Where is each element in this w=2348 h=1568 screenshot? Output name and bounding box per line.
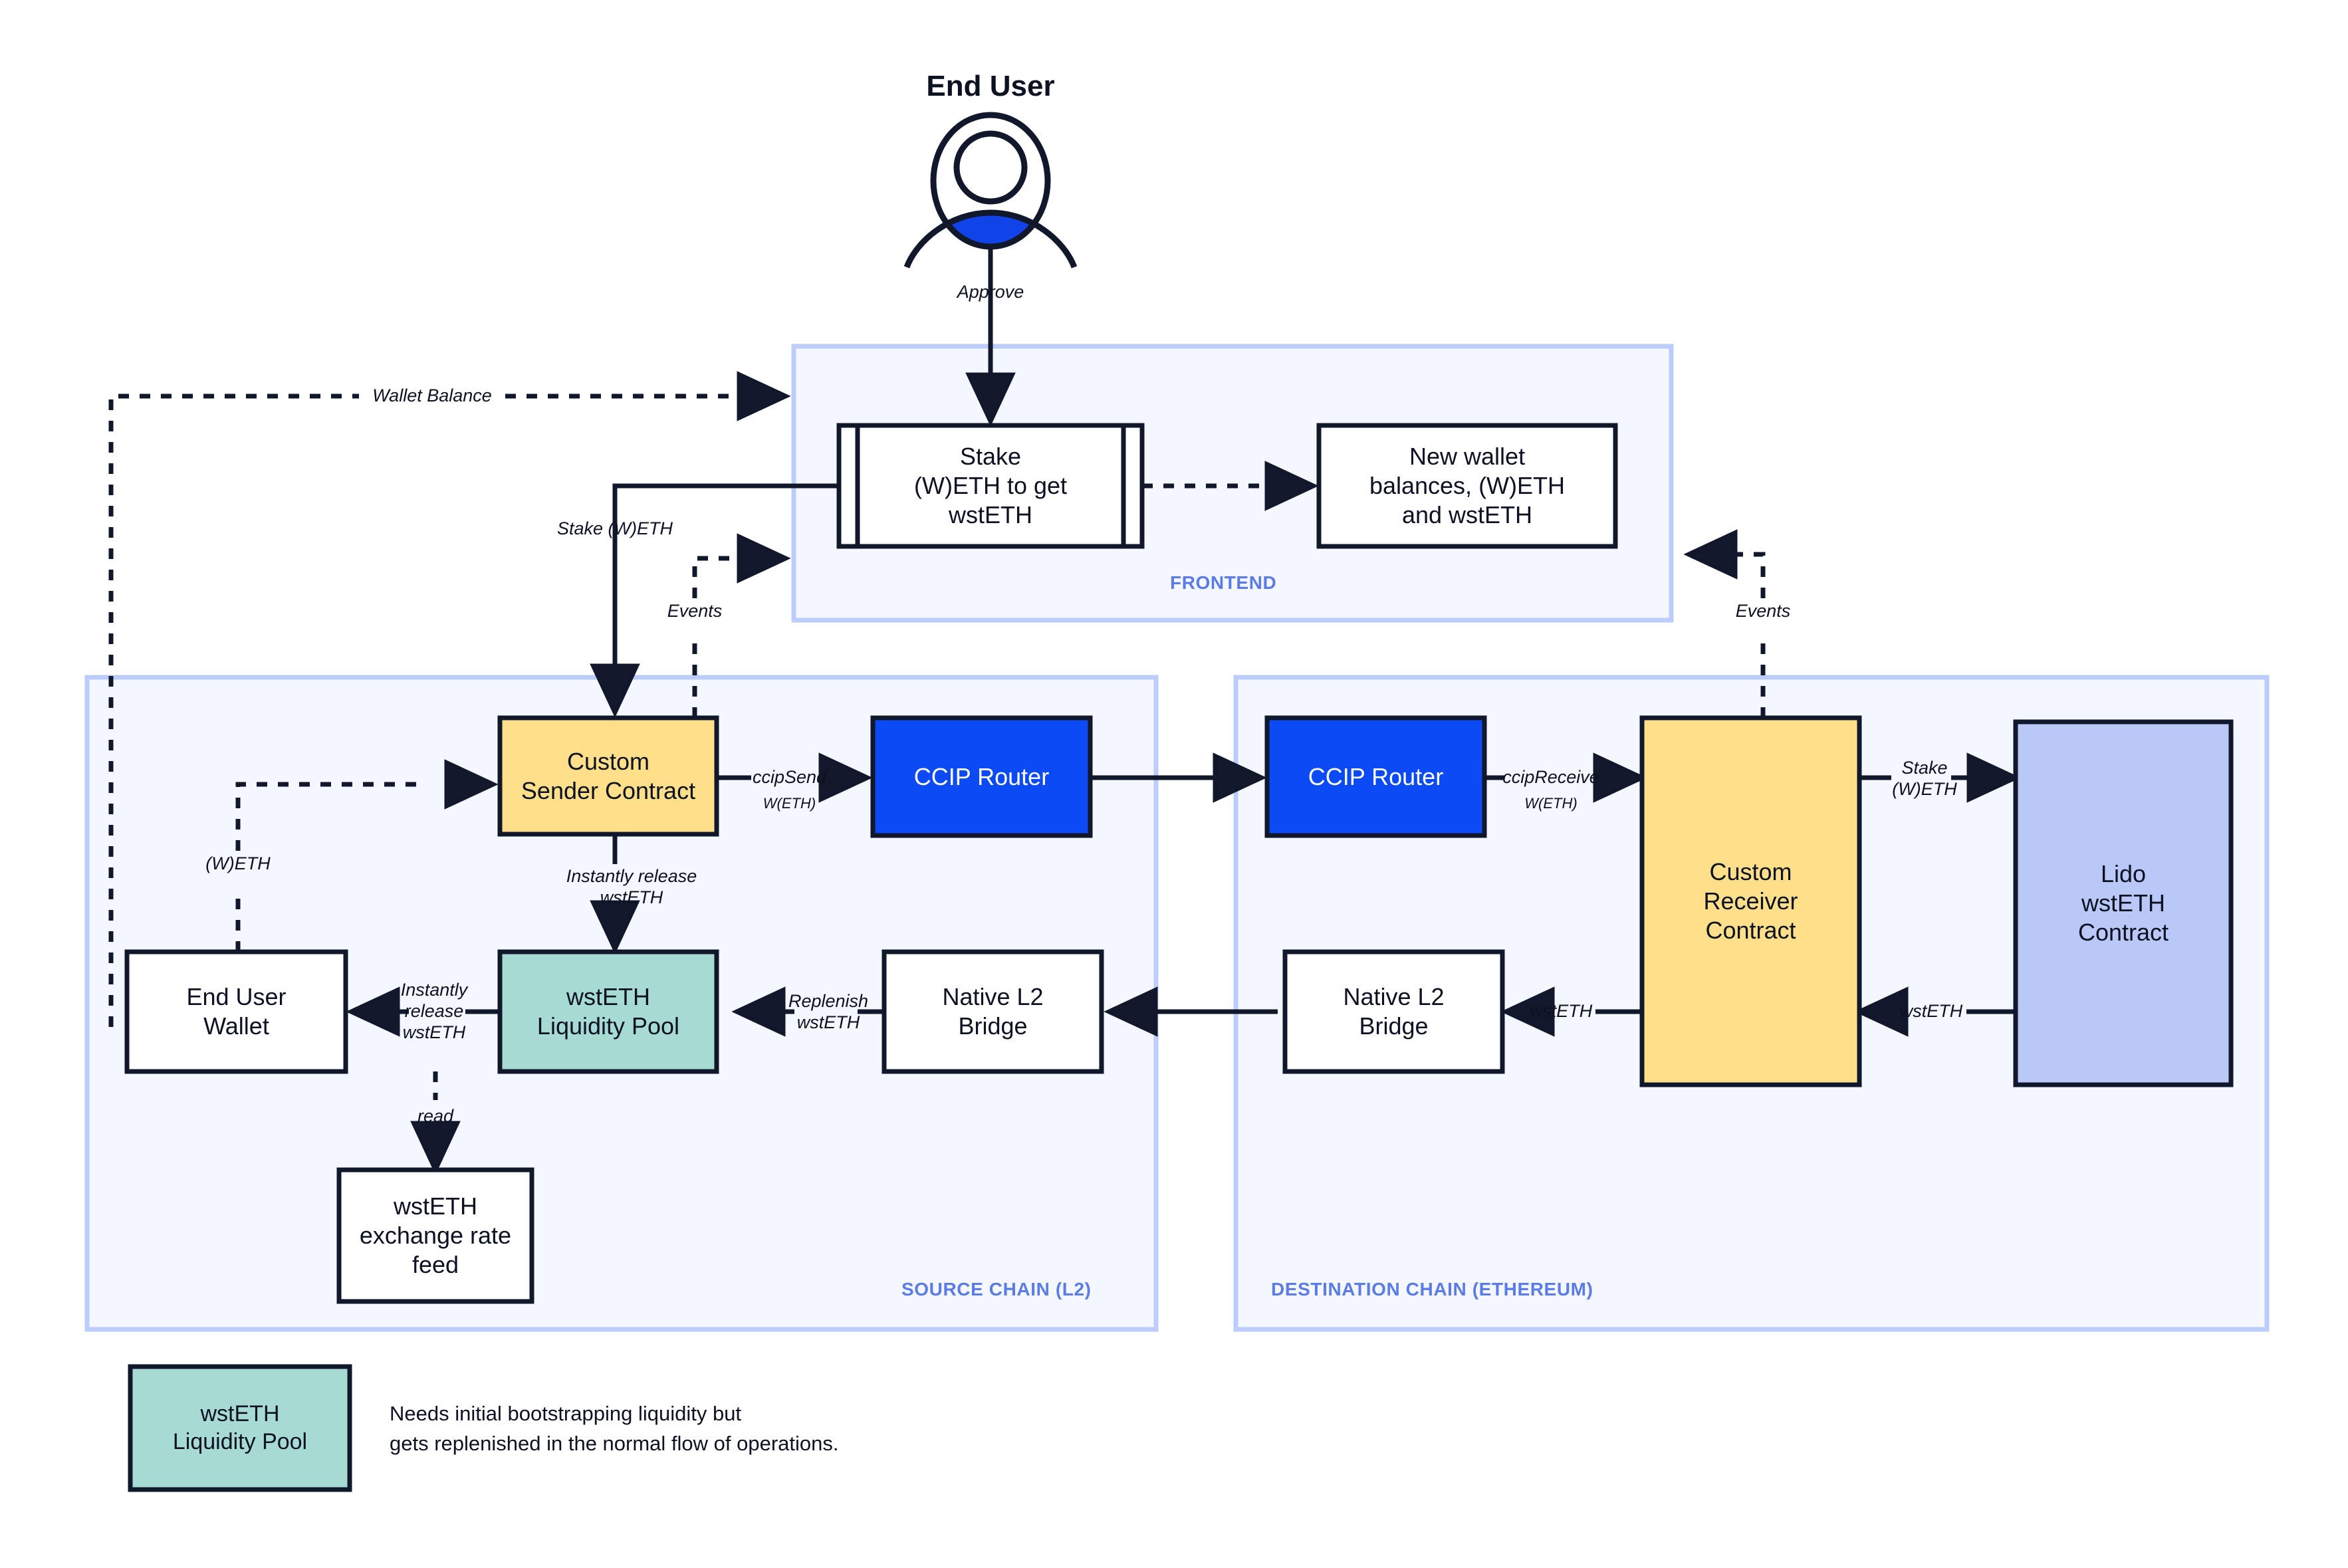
edge-label-stake-weth-lido: Stake (W)ETH — [1892, 758, 1957, 799]
zone-label-destination-chain: DESTINATION CHAIN (ETHEREUM) — [1271, 1279, 1593, 1299]
node-wsteth-liquidity-pool[interactable] — [497, 949, 719, 1074]
edge-events-right — [1689, 554, 1766, 718]
edge-stake-weth — [590, 483, 839, 718]
page-title: End User — [926, 70, 1055, 102]
legend-note: Needs initial bootstrapping liquidity bu… — [390, 1402, 839, 1455]
edge-label-weth-dashed: (W)ETH — [205, 853, 271, 874]
edge-label-replenish-wsteth: Replenish wstETH — [788, 991, 869, 1032]
edge-label-events-left: Events — [667, 601, 723, 621]
user-avatar-icon — [903, 112, 1078, 269]
edge-label-wsteth-lido: wstETH — [1899, 1001, 1963, 1022]
edge-label-approve: Approve — [957, 282, 1024, 302]
node-custom-sender-contract[interactable] — [497, 715, 719, 837]
legend-swatch — [128, 1364, 352, 1492]
node-ccip-router-destination[interactable] — [1264, 715, 1487, 838]
edge-events-left — [692, 558, 786, 718]
edge-label-instantly-release-left: Instantly release wstETH — [400, 980, 468, 1042]
node-ccip-router-source[interactable] — [870, 715, 1093, 838]
node-native-l2-bridge-source[interactable] — [881, 949, 1104, 1074]
node-new-wallet-balances[interactable] — [1316, 423, 1618, 549]
node-lido-wsteth-contract[interactable] — [2013, 719, 2234, 1087]
node-native-l2-bridge-destination[interactable] — [1282, 949, 1505, 1074]
edge-label-events-right: Events — [1735, 601, 1791, 621]
edge-label-stake-weth: Stake (W)ETH — [556, 518, 673, 539]
edge-wallet-balance — [108, 396, 786, 1027]
edge-label-read: read — [417, 1106, 454, 1127]
edge-label-ccipsend-token: W(ETH) — [763, 795, 816, 812]
node-wsteth-exchange-rate-feed[interactable] — [336, 1167, 534, 1304]
edge-label-wallet-balance: Wallet Balance — [372, 386, 492, 406]
node-stake-weth-frontend[interactable] — [836, 423, 1145, 549]
edge-label-ccipreceive-token: W(ETH) — [1524, 795, 1578, 812]
edge-weth-dashed — [235, 784, 493, 952]
zone-label-frontend: FRONTEND — [1170, 572, 1277, 593]
node-end-user-wallet[interactable] — [124, 949, 348, 1074]
edge-label-ccipreceive: ccipReceive — [1502, 767, 1599, 788]
node-custom-receiver-contract[interactable] — [1639, 715, 1862, 1087]
zone-label-source-chain: SOURCE CHAIN (L2) — [901, 1279, 1092, 1299]
edge-label-instantly-release-down: Instantly release wstETH — [566, 866, 697, 907]
edge-label-ccipsend: ccipSend — [752, 767, 827, 788]
edge-label-wsteth-bridge-dest: wstETH — [1529, 1001, 1593, 1022]
